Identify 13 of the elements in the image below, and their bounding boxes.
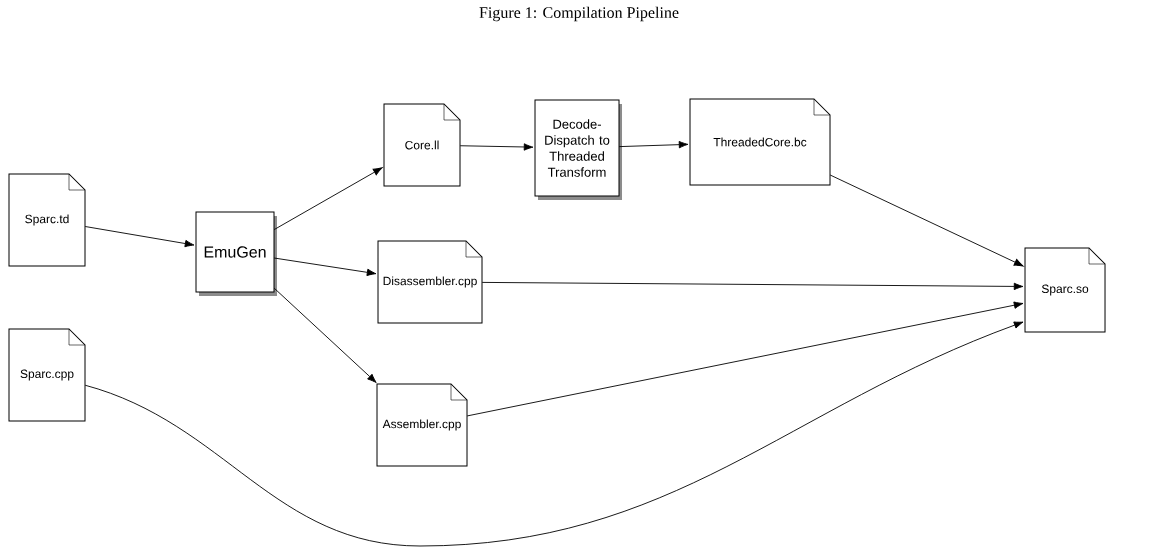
- arrow: [273, 257, 377, 276]
- arrow: [481, 281, 1024, 291]
- arrow: [459, 143, 534, 151]
- process-box: EmuGen: [195, 211, 277, 296]
- arrow: [829, 174, 1024, 267]
- caption: Figure 1: Compilation Pipeline: [479, 6, 679, 22]
- arrow: [466, 301, 1024, 417]
- process-box: Decode-Dispatch to Threaded Transform: [534, 99, 622, 200]
- arrow: [273, 167, 383, 231]
- arrow: [273, 287, 377, 383]
- arrow: [84, 321, 1024, 547]
- arrow: [84, 226, 195, 248]
- arrow: [618, 140, 689, 149]
